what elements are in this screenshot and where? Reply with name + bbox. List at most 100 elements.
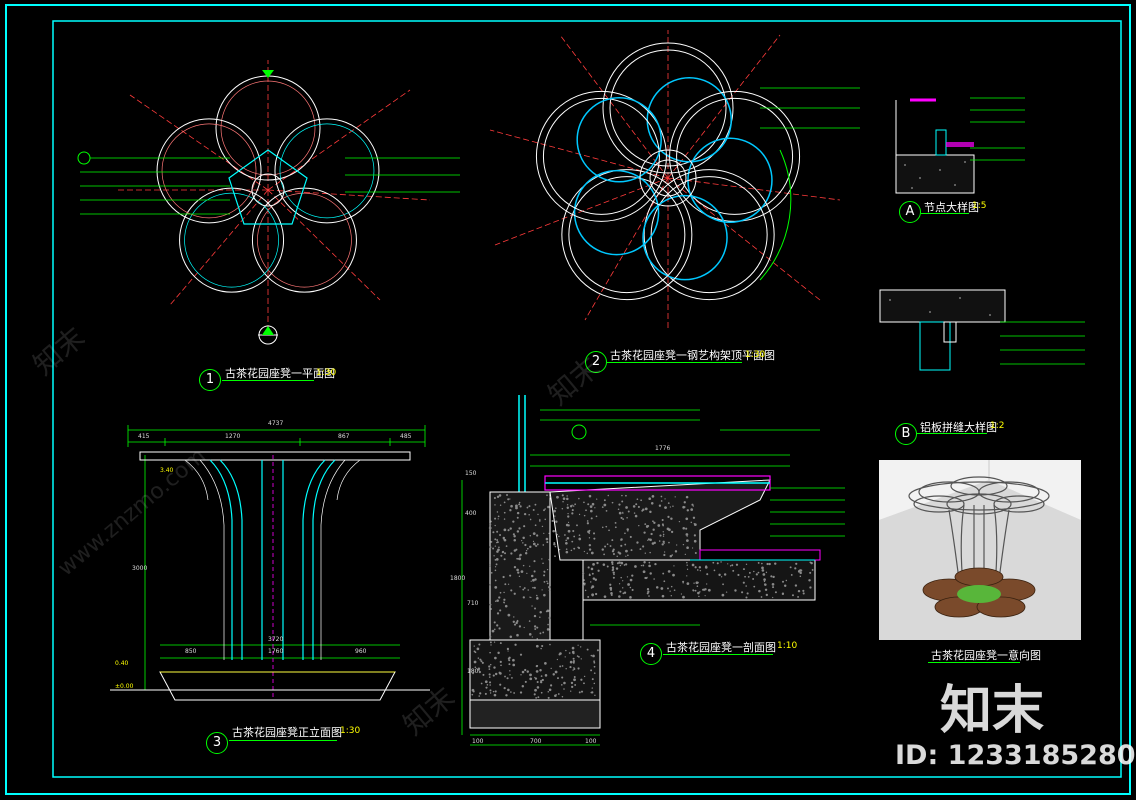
concrete-dot xyxy=(509,674,511,676)
concrete-dot xyxy=(512,620,515,623)
concrete-dot xyxy=(619,552,621,555)
concrete-dot xyxy=(590,509,593,513)
plan-petal xyxy=(274,118,380,224)
concrete-dot xyxy=(685,539,689,543)
concrete-dot xyxy=(808,579,811,582)
concrete-dot xyxy=(578,513,581,516)
concrete-dot xyxy=(496,624,499,627)
concrete-dot xyxy=(789,566,792,569)
concrete-dot xyxy=(572,530,575,533)
elev-dim-base: 3720 xyxy=(268,636,284,643)
concrete-dot xyxy=(720,561,722,563)
watermark-id: ID: 1233185280 xyxy=(895,740,1136,771)
view1-number: 1 xyxy=(199,369,221,391)
concrete-dot xyxy=(624,543,627,546)
concrete-dot xyxy=(791,594,794,597)
concrete-dot xyxy=(546,568,549,571)
concrete-dot xyxy=(702,588,705,591)
plan-center-circle xyxy=(251,173,285,207)
concrete-dot xyxy=(480,660,483,663)
concrete-dot xyxy=(534,688,537,692)
concrete-dot xyxy=(634,514,638,518)
concrete-dot xyxy=(663,542,665,544)
concrete-dot xyxy=(474,666,477,669)
concrete-dot xyxy=(577,644,579,646)
detail-b-letter: B xyxy=(895,423,917,445)
concrete-dot xyxy=(745,585,747,587)
perspective-render xyxy=(879,460,1081,640)
detail-a-drawing xyxy=(895,97,1025,194)
concrete-dot xyxy=(481,661,484,664)
concrete-dot xyxy=(565,548,568,550)
concrete-dot xyxy=(549,643,551,646)
concrete-dot xyxy=(500,554,503,557)
concrete-dot xyxy=(594,578,598,581)
concrete-dot xyxy=(499,504,502,506)
concrete-dot xyxy=(523,587,526,590)
concrete-dot xyxy=(574,684,577,686)
concrete-dot xyxy=(484,692,487,695)
concrete-dot xyxy=(488,673,491,676)
concrete-dot xyxy=(611,561,614,564)
concrete-dot xyxy=(540,675,543,678)
concrete-dot xyxy=(490,572,493,574)
concrete-dot xyxy=(486,683,489,686)
concrete-dot xyxy=(565,541,568,545)
concrete-dot xyxy=(690,521,693,524)
concrete-dot xyxy=(503,538,507,542)
concrete-dot xyxy=(562,497,566,500)
concrete-dot xyxy=(547,690,550,693)
concrete-dot xyxy=(588,529,591,532)
concrete-dot xyxy=(625,555,627,557)
concrete-dot xyxy=(477,667,481,670)
concrete-dot xyxy=(554,555,556,557)
concrete-dot xyxy=(553,509,556,513)
concrete-dot xyxy=(531,605,533,607)
view4-scale: 1:10 xyxy=(777,641,798,651)
concrete-dot xyxy=(721,593,725,597)
concrete-dot xyxy=(745,563,748,565)
concrete-dot xyxy=(489,663,492,666)
concrete-dot xyxy=(569,666,572,669)
concrete-dot xyxy=(662,572,665,575)
concrete-dot xyxy=(541,678,544,682)
concrete-dot xyxy=(508,663,511,666)
concrete-dot xyxy=(669,506,672,508)
concrete-dot xyxy=(527,589,529,591)
view3-underline xyxy=(229,740,337,741)
detail-b-scale: 1:2 xyxy=(990,421,1005,431)
concrete-dot xyxy=(561,665,564,667)
concrete-dot xyxy=(494,517,497,520)
concrete-dot xyxy=(549,496,551,498)
concrete-dot xyxy=(568,652,571,654)
concrete-dot xyxy=(535,697,537,699)
concrete-dot xyxy=(647,590,650,593)
concrete-dot xyxy=(494,538,497,541)
concrete-dot xyxy=(669,590,671,592)
concrete-dot xyxy=(667,515,670,518)
concrete-dot xyxy=(622,512,624,514)
concrete-dot xyxy=(478,643,481,646)
concrete-dot xyxy=(654,562,657,566)
plan-petal-inner xyxy=(220,80,316,176)
concrete-dot xyxy=(794,567,797,570)
concrete-dot xyxy=(565,539,568,542)
concrete-dot xyxy=(518,527,521,530)
concrete-dot xyxy=(799,575,802,578)
roof-ring xyxy=(568,176,686,294)
concrete-dot xyxy=(494,524,496,527)
concrete-dot xyxy=(642,508,645,511)
concrete-dot xyxy=(667,570,671,573)
concrete-dot xyxy=(514,643,517,646)
concrete-dot xyxy=(536,638,538,640)
concrete-dot xyxy=(662,535,665,537)
concrete-dot xyxy=(763,580,766,583)
concrete-dot xyxy=(529,545,532,549)
concrete-dot xyxy=(549,684,553,687)
concrete-dot xyxy=(531,636,533,638)
concrete-dot xyxy=(539,668,542,672)
concrete-dot xyxy=(618,595,621,598)
concrete-dot xyxy=(557,693,560,695)
concrete-dot xyxy=(578,547,581,550)
